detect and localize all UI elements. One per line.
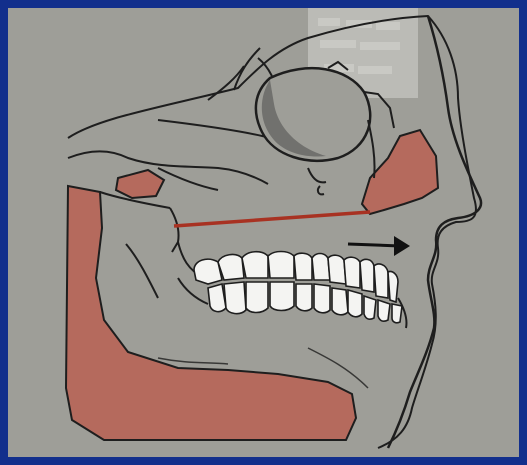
diagram-panel [8,8,519,457]
occlusal-line [174,212,370,226]
skull-diagram [8,8,519,457]
forward-arrow [348,236,410,256]
ramus-lines [126,208,204,298]
zygomatic-highlight [116,170,164,198]
nasal-detail [318,186,324,194]
